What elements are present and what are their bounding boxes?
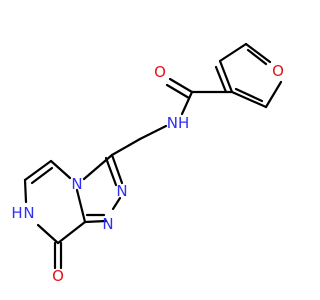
bond-tri-c3-n2 [110,153,124,185]
bond-tri-n2-n1 [111,196,122,211]
triazole-nitrogen-1-label: N [102,215,113,233]
bond-tri-c3-n2-dbl [104,156,118,187]
amide-nh-label: NH [167,114,190,132]
bond-pyr-c5-c6-dbl [30,166,54,185]
bond-pyr-n4-c5 [49,159,72,180]
structure-diagram: O O NH N N N H N O [11,42,284,285]
bond-pyr-n7-c8 [36,223,60,245]
bond-ch2-triazole [110,137,142,157]
furan-oxygen-label: O [272,62,284,80]
bond-furan-c2-c1 [218,42,248,63]
triazole-nitrogen-2-label: N [116,182,127,200]
bond-carbonyl-o-1 [168,77,194,94]
molecule-canvas: O O NH N N N H N O [11,42,284,285]
bond-pyr-c8-c8a [56,220,87,245]
lactam-oxygen-label: O [52,267,64,285]
bond-pyr-c6-n7 [23,178,28,204]
bond-furan-c1-o-dbl [246,48,268,66]
fused-nitrogen-label: N [71,175,82,193]
bond-furan-c3-c2 [218,59,234,94]
pyrazine-nitrogen-label: N [23,204,34,222]
bond-tri-c8a-n4 [75,188,87,224]
bond-carbonyl-n [180,90,194,116]
bond-pyr-c5-c6 [23,159,53,182]
bond-tri-n4-c3 [82,153,114,181]
bond-furan-c5-c4 [230,90,268,109]
carbonyl-oxygen-label: O [154,63,166,81]
bond-furan-o-c5 [264,80,283,109]
bond-furan-c2-c2dbl [214,65,228,94]
bond-tri-n1-c8a [83,219,108,224]
bond-furan-c5-c4-dbl [234,87,264,103]
bond-n-ch2 [138,124,168,141]
bond-furan-c1-o [244,42,272,64]
bond-carbonyl-o-2 [165,83,191,100]
pyrazine-h-label: H [11,204,22,222]
